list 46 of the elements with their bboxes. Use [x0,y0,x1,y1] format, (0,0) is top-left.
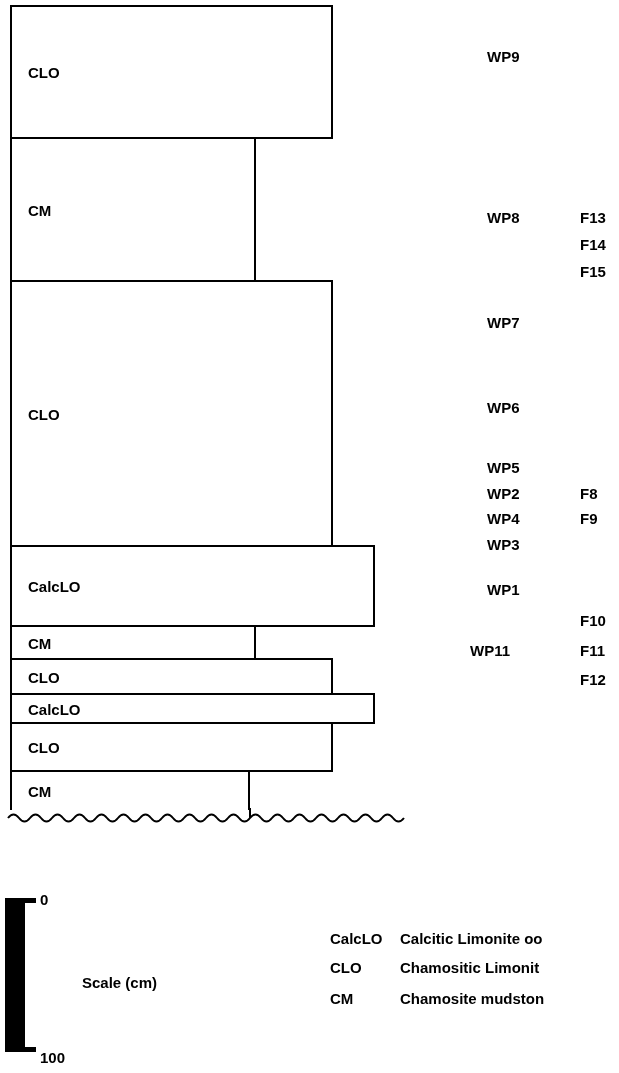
rock-bed [10,5,333,139]
legend-description: Chamositic Limonit [400,959,540,977]
sample-label: F15 [580,263,606,281]
rock-bed [10,280,333,547]
sample-label: F8 [580,485,598,503]
sample-label: F13 [580,209,606,227]
sample-label: F11 [580,642,606,660]
legend-description: Calcitic Limonite oo [400,930,543,948]
bed-label: CLO [28,738,60,756]
rock-bed [10,770,250,810]
bed-label: CLO [28,668,60,685]
bed-label: CM [28,782,52,800]
bed-label: CLO [28,63,60,81]
rock-bed [10,137,256,282]
sample-label: WP2 [487,485,520,503]
legend-abbreviation: CalcLO [330,930,383,948]
bed-label: CLO [28,405,60,422]
sample-label: WP8 [487,209,520,227]
sample-label: F10 [580,612,606,630]
sample-label: F14 [580,236,606,254]
sample-label: F12 [580,671,606,689]
rock-bed [10,722,333,772]
rock-bed [10,545,375,627]
legend-abbreviation: CM [330,990,354,1008]
bed-label: CM [28,201,52,218]
bed-label: CM [28,634,52,651]
sample-label: WP3 [487,536,520,554]
scale-value: 100 [40,1049,66,1067]
scale-value: 0 [40,891,49,909]
legend-description: Chamosite mudston [400,990,545,1008]
rock-bed [10,625,256,660]
sample-label: F9 [580,510,598,528]
sample-label: WP11 [470,642,511,660]
sample-label: WP6 [487,399,520,417]
sample-label: WP4 [487,510,520,528]
bed-label: CalcLO [28,700,81,717]
bed-label: CalcLO [28,577,81,595]
rock-bed [10,693,375,724]
rock-bed [10,658,333,695]
sample-label: WP7 [487,314,520,332]
sample-label: WP9 [487,48,520,66]
scale-title: Scale (cm) [82,974,158,992]
sample-label: WP5 [487,459,520,477]
legend-abbreviation: CLO [330,959,362,977]
sample-label: WP1 [487,581,520,599]
scale-bar [5,898,36,1052]
